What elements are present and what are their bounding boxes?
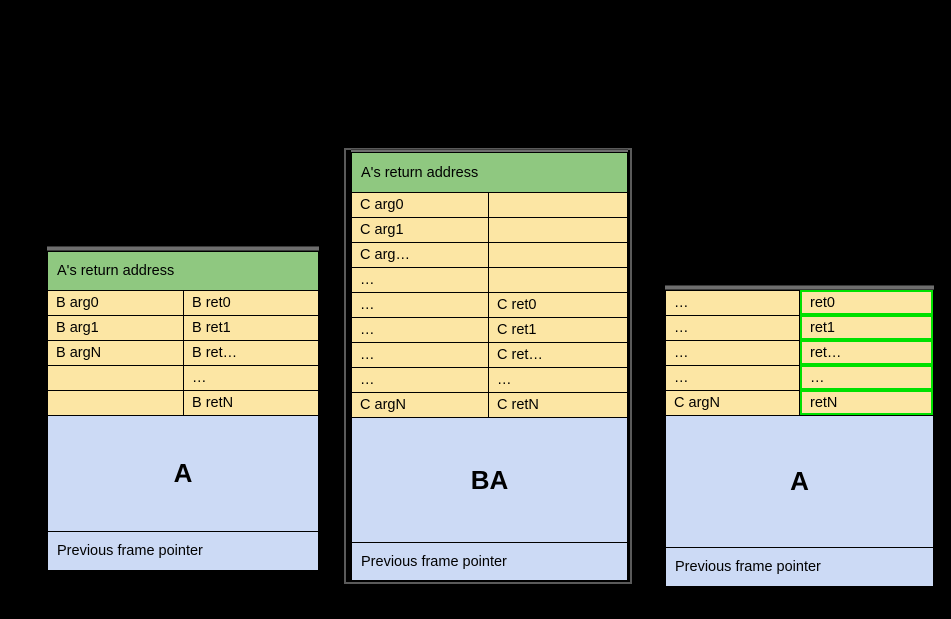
stack-left-frame-body: A [48,416,318,532]
cell-arg: C arg… [352,243,489,267]
cell-ret: B ret0 [192,295,231,311]
cell-ret [489,243,627,267]
table-row: … ret0 [666,290,933,316]
stack-left-top-cap [47,246,319,251]
cell-arg: … [666,316,800,340]
cell-arg: … [666,366,800,390]
cell-ret-highlighted: ret0 [800,290,933,315]
cell-arg: B argN [48,341,184,365]
cell-arg: … [352,318,489,342]
cell-arg: … [666,341,800,365]
table-row: B arg1 B ret1 [48,316,318,341]
stack-right: … ret0 … ret1 … ret… … … C argN retN A P… [665,290,934,587]
cell-ret: C ret0 [497,297,537,313]
table-row: C arg1 [352,218,627,243]
cell-ret: … [192,370,207,386]
cell-arg: C arg1 [352,218,489,242]
stack-middle-previous-frame-pointer: Previous frame pointer [352,543,627,580]
cell-ret: C retN [497,397,539,413]
table-row: … C ret… [352,343,627,368]
cell-arg: … [666,291,800,315]
table-row: … … [666,365,933,391]
cell-arg: … [352,368,489,392]
cell-ret-highlighted: retN [800,390,933,415]
table-row: … [352,268,627,293]
stack-middle-return-address: A's return address [352,153,627,193]
cell-arg: B arg0 [48,291,184,315]
stack-middle-frame-body: BA [352,418,627,543]
table-row: B retN [48,391,318,416]
cell-arg: … [352,293,489,317]
cell-arg: … [352,343,489,367]
cell-ret [489,268,627,292]
stack-middle: A's return address C arg0 C arg1 C arg… … [351,152,628,580]
stack-right-previous-frame-pointer: Previous frame pointer [666,548,933,586]
cell-ret: B retN [192,395,234,411]
stack-middle-args-rets: C arg0 C arg1 C arg… … … C ret0 … C ret1… [352,193,627,418]
cell-ret: C ret… [497,347,543,363]
cell-ret-highlighted: ret1 [800,315,933,340]
table-row: B arg0 B ret0 [48,291,318,316]
cell-ret: B ret1 [192,320,231,336]
table-row: C arg0 [352,193,627,218]
table-row: … [48,366,318,391]
table-row: … ret… [666,340,933,366]
cell-arg [48,391,184,415]
stack-right-top-cap [665,285,934,290]
cell-ret-highlighted: ret… [800,340,933,365]
cell-arg: … [352,268,489,292]
cell-ret: B ret… [192,345,238,361]
stack-right-args-rets: … ret0 … ret1 … ret… … … C argN retN [666,290,933,416]
cell-ret-highlighted: … [800,365,933,390]
stack-right-frame-body: A [666,416,933,548]
table-row: … C ret1 [352,318,627,343]
stack-left-args-rets: B arg0 B ret0 B arg1 B ret1 B argN B ret… [48,291,318,416]
cell-arg: C argN [352,393,489,417]
stack-left-return-address: A's return address [48,252,318,291]
cell-arg: C argN [666,391,800,415]
table-row: C argN C retN [352,393,627,418]
cell-ret [489,193,627,217]
table-row: … C ret0 [352,293,627,318]
table-row: C argN retN [666,390,933,416]
cell-arg: B arg1 [48,316,184,340]
cell-arg: C arg0 [352,193,489,217]
table-row: … ret1 [666,315,933,341]
table-row: C arg… [352,243,627,268]
cell-ret: … [497,372,512,388]
stack-left-previous-frame-pointer: Previous frame pointer [48,532,318,570]
table-row: … … [352,368,627,393]
cell-ret: C ret1 [497,322,537,338]
cell-arg [48,366,184,390]
table-row: B argN B ret… [48,341,318,366]
stack-left: A's return address B arg0 B ret0 B arg1 … [47,251,319,587]
cell-ret [489,218,627,242]
